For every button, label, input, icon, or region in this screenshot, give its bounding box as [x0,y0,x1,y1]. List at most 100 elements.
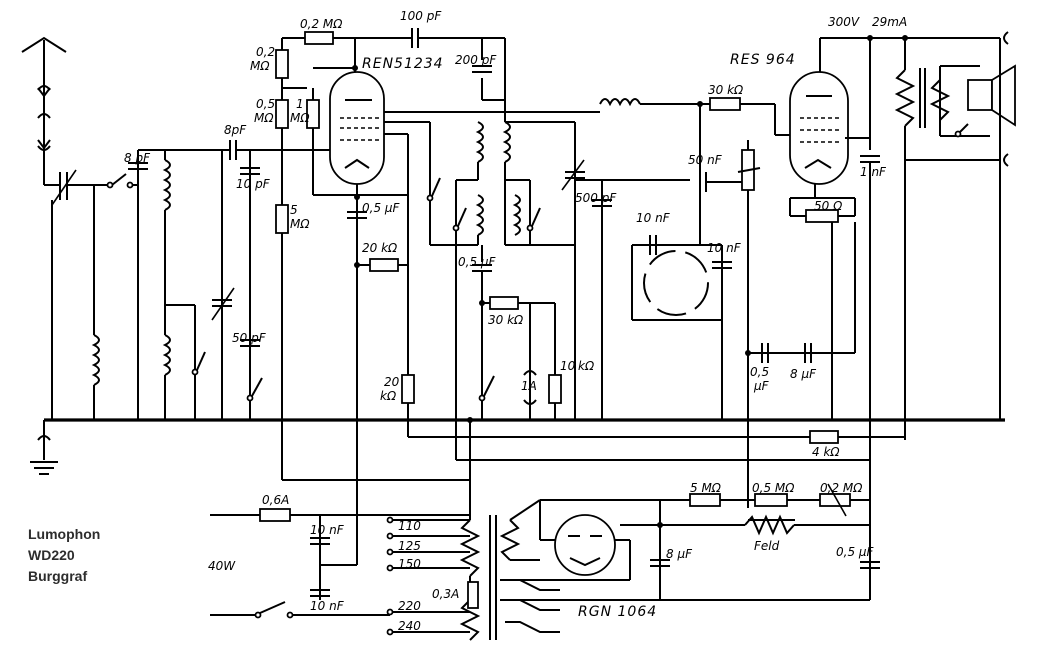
resistor-30-kohm-a [489,296,519,310]
resistor-10-kohm [548,374,562,404]
reaction-variable-capacitor [561,159,585,191]
reaction-switch [246,377,263,402]
label-tube-rgn1064: RGN 1064 [578,604,657,620]
fuse-0-6a [259,508,291,522]
label-r-10k-v1: 10 [560,359,576,373]
label-c-8uf-b: 8 µF [666,547,693,561]
capacitor-1nf [860,155,880,163]
capacitor-8pf-grid [229,140,237,160]
interstage-choke [599,98,641,107]
waveband-switch-1 [191,351,206,376]
label-r-5m-v1: 5 [290,203,298,217]
label-r-30k-a: 30 kΩ [488,313,524,327]
capacitor-0-5uf-d [860,561,880,569]
capacitor-50nf [699,172,707,192]
loudspeaker [929,64,1016,138]
field-coil [744,514,795,536]
label-c-0-5uf-c1: 0,5 [750,365,769,379]
resistor-5-mohm-b [689,493,721,507]
antenna-switch [100,173,138,189]
label-r-0-5-v2: MΩ [254,111,274,125]
resistor-4-kohm [809,430,839,444]
resistor-0-2-mohm-top [304,31,334,45]
waveband-switch-2 [426,177,441,202]
mains-switch [254,601,294,619]
capacitor-10nf-c [310,537,330,545]
label-r-0-2-v2: MΩ [250,59,270,73]
label-c-50pf: 50 pF [232,331,267,345]
resistor-5-mohm [275,204,289,234]
label-r-20k-b2: kΩ [380,389,397,403]
resistor-0-5-mohm-b [754,493,788,507]
tube-ren51234 [329,71,385,185]
label-supply-voltage: 300V [828,15,860,29]
earth-ground-symbol [30,420,58,475]
label-c-0-5uf-d: 0,5 µF [836,545,875,559]
label-r-5m-v2: MΩ [290,217,310,231]
label-c-100pf: 100 pF [400,9,442,23]
label-tap-220: 220 [398,599,421,613]
antenna-choke-coil [91,334,100,386]
tube-rgn1064 [554,514,616,576]
capacitor-500pf [592,199,612,207]
label-tap-150: 150 [398,557,421,571]
label-fuse-0-3a: 0,3A [432,587,459,601]
label-supply-current: 29mA [872,15,907,29]
label-r-0-2-v1: 0,2 [256,45,275,59]
capacitor-8uf-a [804,343,812,363]
brand-name: Lumophon [28,526,101,542]
label-r-0-2-mohm: 0,2 MΩ [300,17,343,31]
label-r-0-5m-b: 0,5 MΩ [752,481,795,495]
label-r-0-2m-b: 0,2 MΩ [820,481,863,495]
waveband-switch-4 [526,207,541,232]
label-r-10k-v2: kΩ [578,359,595,373]
label-tap-240: 240 [398,619,421,633]
external-speaker-terminal-1 [990,31,1009,45]
label-c-10pf: 10 pF [236,177,271,191]
label-r-20k-a: 20 kΩ [362,241,398,255]
label-c-8uf-a: 8 µF [790,367,817,381]
capacitor-10nf-a [649,235,657,255]
label-fuse-1a: 1A [521,379,537,393]
label-c-200pf: 200 pF [455,53,497,67]
coupling-coil-right [502,121,511,180]
tube-res964 [789,71,849,185]
mains-transformer [459,499,630,641]
external-speaker-terminal-2 [990,153,1009,167]
resistor-0-5-mohm [275,99,289,129]
resistor-20-kohm-a [369,258,399,272]
label-c-0-5uf-b: 0,5 µF [458,255,497,269]
label-tap-110: 110 [398,519,421,533]
label-c-10nf-b: 10 nF [707,241,742,255]
capacitor-0-5uf [347,211,367,219]
label-c-50nf: 50 nF [688,153,723,167]
label-c-500pf: 500 pF [575,191,617,205]
label-r-30k-b: 30 kΩ [708,83,744,97]
waveband-switch-5 [478,375,495,402]
antenna-variable-capacitor [51,169,100,206]
output-transformer [894,68,926,128]
fuse-0-3a [467,581,479,609]
resistor-0-2-mohm-vert [275,49,289,79]
label-c-10nf-d: 10 nF [310,599,345,613]
label-power-rating: 40W [208,559,236,573]
waveband-switch-3 [452,207,467,232]
label-c-1nf: 1 nF [860,165,887,179]
capacitor-0-5uf-c [761,343,769,363]
label-r-1m-v2: MΩ [290,111,310,125]
brand-line-3: Burggraf [28,568,88,584]
capacitor-8uf-b [650,559,670,567]
label-r-5m-b: 5 MΩ [690,481,722,495]
input-coil-upper [162,150,171,305]
label-c-0-5uf-c2: µF [753,379,770,393]
fuse-1a [523,370,537,405]
volume-potentiometer [737,140,761,508]
voltage-selector-taps [386,516,394,636]
antenna-symbol [21,36,67,186]
label-c-0-5uf: 0,5 µF [362,201,401,215]
label-r-20k-b1: 20 [384,375,400,389]
coupling-coil-left [475,121,484,180]
label-r-50-ohm: 50 Ω [814,199,843,213]
coil-lower-left [475,194,484,245]
